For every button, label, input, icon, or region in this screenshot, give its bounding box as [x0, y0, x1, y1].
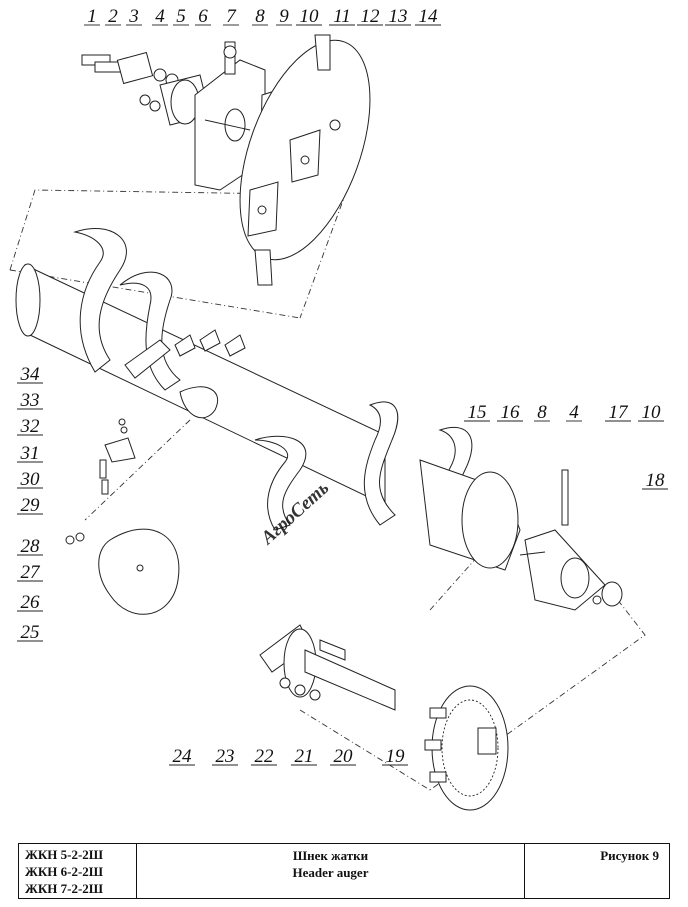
callout-number: 3 [128, 6, 139, 27]
model-code: ЖКН 6-2-2Ш [25, 863, 104, 879]
auger-end-disc [239, 34, 371, 286]
callout-number: 26 [21, 592, 41, 613]
callout-number: 27 [21, 562, 42, 583]
callout-number: 9 [279, 6, 289, 27]
callout-number: 22 [255, 746, 275, 767]
right-bearing-group [519, 469, 623, 611]
callout-number: 34 [20, 364, 41, 385]
callout-number: 19 [386, 746, 406, 767]
auger-tube [15, 227, 521, 571]
callout-number: 24 [173, 746, 193, 767]
callout-number: 31 [20, 443, 40, 464]
title-block: ЖКН 5-2-2Ш ЖКН 6-2-2Ш ЖКН 7-2-2Ш Шнек жа… [18, 843, 670, 899]
left-hardware-group [65, 418, 180, 615]
callout-number: 16 [501, 402, 521, 423]
callout-number: 18 [646, 470, 666, 491]
callout-number: 6 [198, 6, 208, 27]
callout-number: 29 [21, 495, 41, 516]
callout-number: 17 [609, 402, 630, 423]
figure-number: Рисунок 9 [600, 848, 659, 863]
callout-number: 21 [295, 746, 314, 767]
callout-number: 8 [255, 6, 265, 27]
callout-number: 10 [642, 402, 662, 423]
drawing-title: Шнек жатки Header auger [137, 844, 525, 898]
callout-number: 12 [361, 6, 381, 27]
callout-number: 10 [300, 6, 320, 27]
model-list: ЖКН 5-2-2Ш ЖКН 6-2-2Ш ЖКН 7-2-2Ш [19, 844, 137, 898]
model-code: ЖКН 7-2-2Ш [25, 880, 104, 896]
drive-shaft-sprocket [259, 624, 509, 811]
callout-number: 8 [537, 402, 547, 423]
callout-number: 23 [216, 746, 235, 767]
callout-number: 30 [20, 469, 41, 490]
model-code: ЖКН 5-2-2Ш [25, 846, 104, 862]
callout-number: 11 [333, 6, 351, 27]
callout-number: 7 [226, 6, 237, 27]
callout-number: 13 [389, 6, 408, 27]
callout-number: 14 [419, 6, 439, 27]
callout-number: 15 [468, 402, 487, 423]
callout-number: 25 [21, 622, 40, 643]
callout-number: 5 [176, 6, 186, 27]
callout-number: 28 [21, 536, 41, 557]
drawing-title-ru: Шнек жатки [292, 848, 369, 863]
callout-number: 32 [20, 416, 41, 437]
callout-number: 4 [569, 402, 579, 423]
callout-number: 33 [20, 390, 40, 411]
callout-number: 1 [87, 6, 97, 27]
callout-number: 20 [334, 746, 354, 767]
drawing-title-en: Header auger [292, 865, 369, 880]
callout-number: 4 [155, 6, 165, 27]
callout-number: 2 [108, 6, 118, 27]
